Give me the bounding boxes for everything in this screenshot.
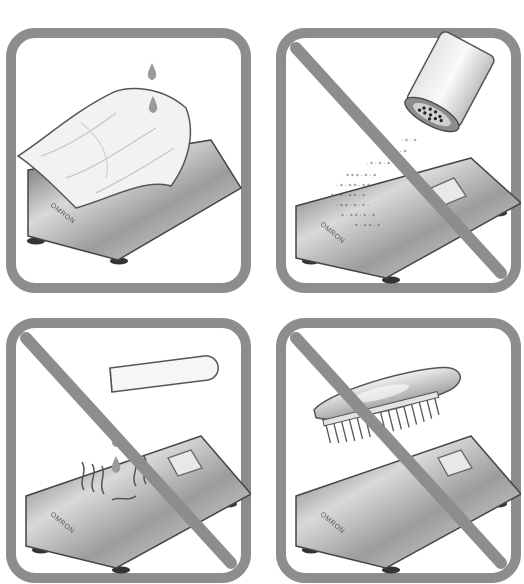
svg-text:* * * · * · *: * * * · * · * [346,173,376,180]
svg-text:· * * · * · * ·: · * * · * · * · [336,203,369,210]
panel-no-solvent: OMRON [6,318,251,583]
damp-cloth-illustration: OMRON [6,28,251,293]
svg-text:· * · * * · *: · * · * * · * [351,223,380,230]
svg-text:· * · * · *: · * · * · * [366,161,390,168]
panel-no-powder: OMRON * * * · * · * · * · * * · * * * · … [276,28,521,293]
powder-shaker-icon [400,30,496,139]
svg-text:* · * * · * · *: * · * * · * · * [341,213,375,220]
water-drop-icon [148,63,157,113]
test-tube-icon [110,356,218,392]
svg-text:* · * · * * · *: * · * · * * · * [331,193,365,200]
no-powder-illustration: OMRON * * * · * · * · * · * * · * * * · … [276,28,521,293]
panel-no-brush: OMRON [276,318,521,583]
svg-text:· * · * * · * *: · * · * * · * * [336,183,370,190]
panel-damp-cloth: OMRON [6,28,251,293]
no-solvent-illustration: OMRON [6,318,251,583]
no-brush-illustration: OMRON [276,318,521,583]
svg-text:· * · *: · * · * [401,138,417,145]
